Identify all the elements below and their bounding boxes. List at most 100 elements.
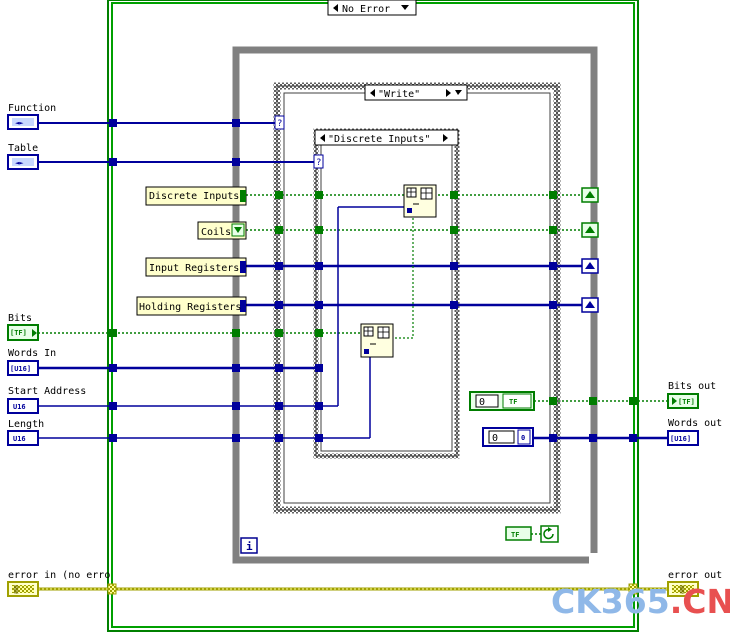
tunnel	[549, 301, 557, 309]
bool-constant-label: TF	[511, 531, 519, 539]
tunnel	[629, 397, 637, 405]
constant-label: Holding Registers	[139, 302, 241, 313]
tunnel	[109, 364, 117, 372]
tunnel	[275, 402, 283, 410]
constant-holding-registers[interactable]: Holding Registers	[136, 296, 247, 316]
right-terminal-discrete-inputs[interactable]	[581, 187, 599, 203]
tunnel	[549, 226, 557, 234]
control-start-address[interactable]: Start Address U16	[7, 386, 86, 414]
control-label: Start Address	[8, 386, 86, 397]
enum-terminal-icon: ◄►	[15, 119, 24, 127]
write-case-selector-terminal: ?	[274, 115, 285, 130]
selector-question-mark: ?	[277, 119, 282, 129]
tunnel	[109, 329, 117, 337]
up-arrow-icon	[585, 226, 595, 233]
increment-arrow-icon[interactable]	[443, 134, 448, 142]
control-table[interactable]: Table ◄►	[7, 143, 39, 170]
up-arrow-icon	[585, 191, 595, 198]
bool-constant[interactable]: TF	[505, 526, 532, 541]
discrete-inputs-case-structure	[313, 128, 460, 459]
right-terminal-holding-registers[interactable]	[581, 297, 599, 313]
tunnel	[549, 262, 557, 270]
outer-case-selector[interactable]: No Error	[327, 0, 417, 16]
tunnel	[549, 191, 557, 199]
right-terminal-input-registers[interactable]	[581, 258, 599, 274]
control-function[interactable]: Function ◄►	[7, 103, 56, 130]
decrement-arrow-icon[interactable]	[333, 4, 338, 12]
tunnel	[549, 397, 557, 405]
tunnel	[589, 434, 597, 442]
loop-stop-terminal[interactable]	[540, 525, 559, 543]
control-label: Words In	[8, 348, 56, 359]
discrete-inputs-case-selector-label: "Discrete Inputs"	[328, 134, 430, 145]
u16-terminal-icon: U16	[13, 435, 26, 443]
replace-array-subset-node-top[interactable]	[403, 184, 437, 218]
tunnel	[109, 158, 117, 166]
inner-case-selector-terminal: ?	[313, 154, 324, 169]
tunnel	[315, 364, 323, 372]
constant-coils[interactable]: Coils	[197, 221, 247, 240]
tunnel	[450, 262, 458, 270]
increment-arrow-icon[interactable]	[446, 89, 451, 97]
decrement-arrow-icon[interactable]	[370, 89, 375, 97]
u16-terminal-icon: U16	[13, 403, 26, 411]
control-error-in[interactable]: error in (no erro ▒	[7, 570, 110, 597]
right-terminal-coils[interactable]	[581, 222, 599, 238]
bool-array-terminal-icon: [TF]	[10, 329, 27, 337]
error-cluster-icon: ▒	[680, 585, 685, 594]
up-arrow-icon	[585, 262, 595, 269]
indicator-label: error out	[668, 570, 722, 581]
tunnel	[275, 226, 283, 234]
bool-array-constant[interactable]: 0 TF	[469, 391, 535, 411]
watermark: CK365.CN	[551, 582, 730, 621]
write-case-selector[interactable]: "Write"	[364, 84, 468, 101]
tunnel	[275, 191, 283, 199]
tunnel	[450, 226, 458, 234]
wires	[38, 122, 668, 591]
indicator-label: Bits out	[668, 381, 716, 392]
tunnel	[315, 262, 323, 270]
tunnel	[232, 402, 240, 410]
tunnel	[315, 301, 323, 309]
indicator-words-out[interactable]: Words out [U16]	[667, 418, 722, 446]
constant-discrete-inputs[interactable]: Discrete Inputs	[145, 186, 247, 206]
bool-array-terminal-icon: [TF]	[678, 398, 695, 406]
control-bits[interactable]: Bits [TF]	[7, 313, 39, 341]
tunnel	[315, 434, 323, 442]
dropdown-arrow-icon	[234, 227, 242, 233]
tunnel	[232, 158, 240, 166]
tunnel	[109, 402, 117, 410]
dropdown-arrow-icon[interactable]	[455, 90, 462, 95]
tunnel	[275, 364, 283, 372]
constant-input-registers[interactable]: Input Registers	[145, 257, 247, 277]
u16-array-constant[interactable]: 0 0	[482, 427, 534, 447]
u16-element-icon: 0	[521, 434, 525, 442]
control-label: Bits	[8, 313, 32, 324]
up-arrow-icon	[585, 301, 595, 308]
tunnel	[232, 434, 240, 442]
indicator-error-out[interactable]: error out ▒	[667, 570, 722, 597]
tunnel	[275, 329, 283, 337]
array-index-value: 0	[479, 397, 485, 408]
replace-array-subset-node-bottom[interactable]	[360, 323, 394, 358]
array-index-value: 0	[492, 433, 498, 444]
tunnel	[275, 262, 283, 270]
while-loop	[232, 46, 601, 565]
enum-terminal-icon: ◄►	[15, 159, 24, 167]
control-label: Length	[8, 419, 44, 430]
tunnel	[107, 583, 117, 595]
outer-case-selector-label: No Error	[342, 4, 390, 15]
control-label: error in (no erro	[8, 570, 110, 581]
discrete-inputs-case-selector[interactable]: "Discrete Inputs"	[314, 129, 459, 146]
dropdown-arrow-icon[interactable]	[401, 5, 409, 10]
tunnel	[315, 402, 323, 410]
tunnel	[629, 434, 637, 442]
tunnel	[109, 434, 117, 442]
decrement-arrow-icon[interactable]	[320, 134, 325, 142]
control-length[interactable]: Length U16	[7, 419, 44, 446]
write-case-selector-label: "Write"	[378, 89, 420, 100]
indicator-bits-out[interactable]: Bits out [TF]	[667, 381, 716, 409]
control-words-in[interactable]: Words In [U16]	[7, 348, 56, 376]
tunnel	[232, 329, 240, 337]
